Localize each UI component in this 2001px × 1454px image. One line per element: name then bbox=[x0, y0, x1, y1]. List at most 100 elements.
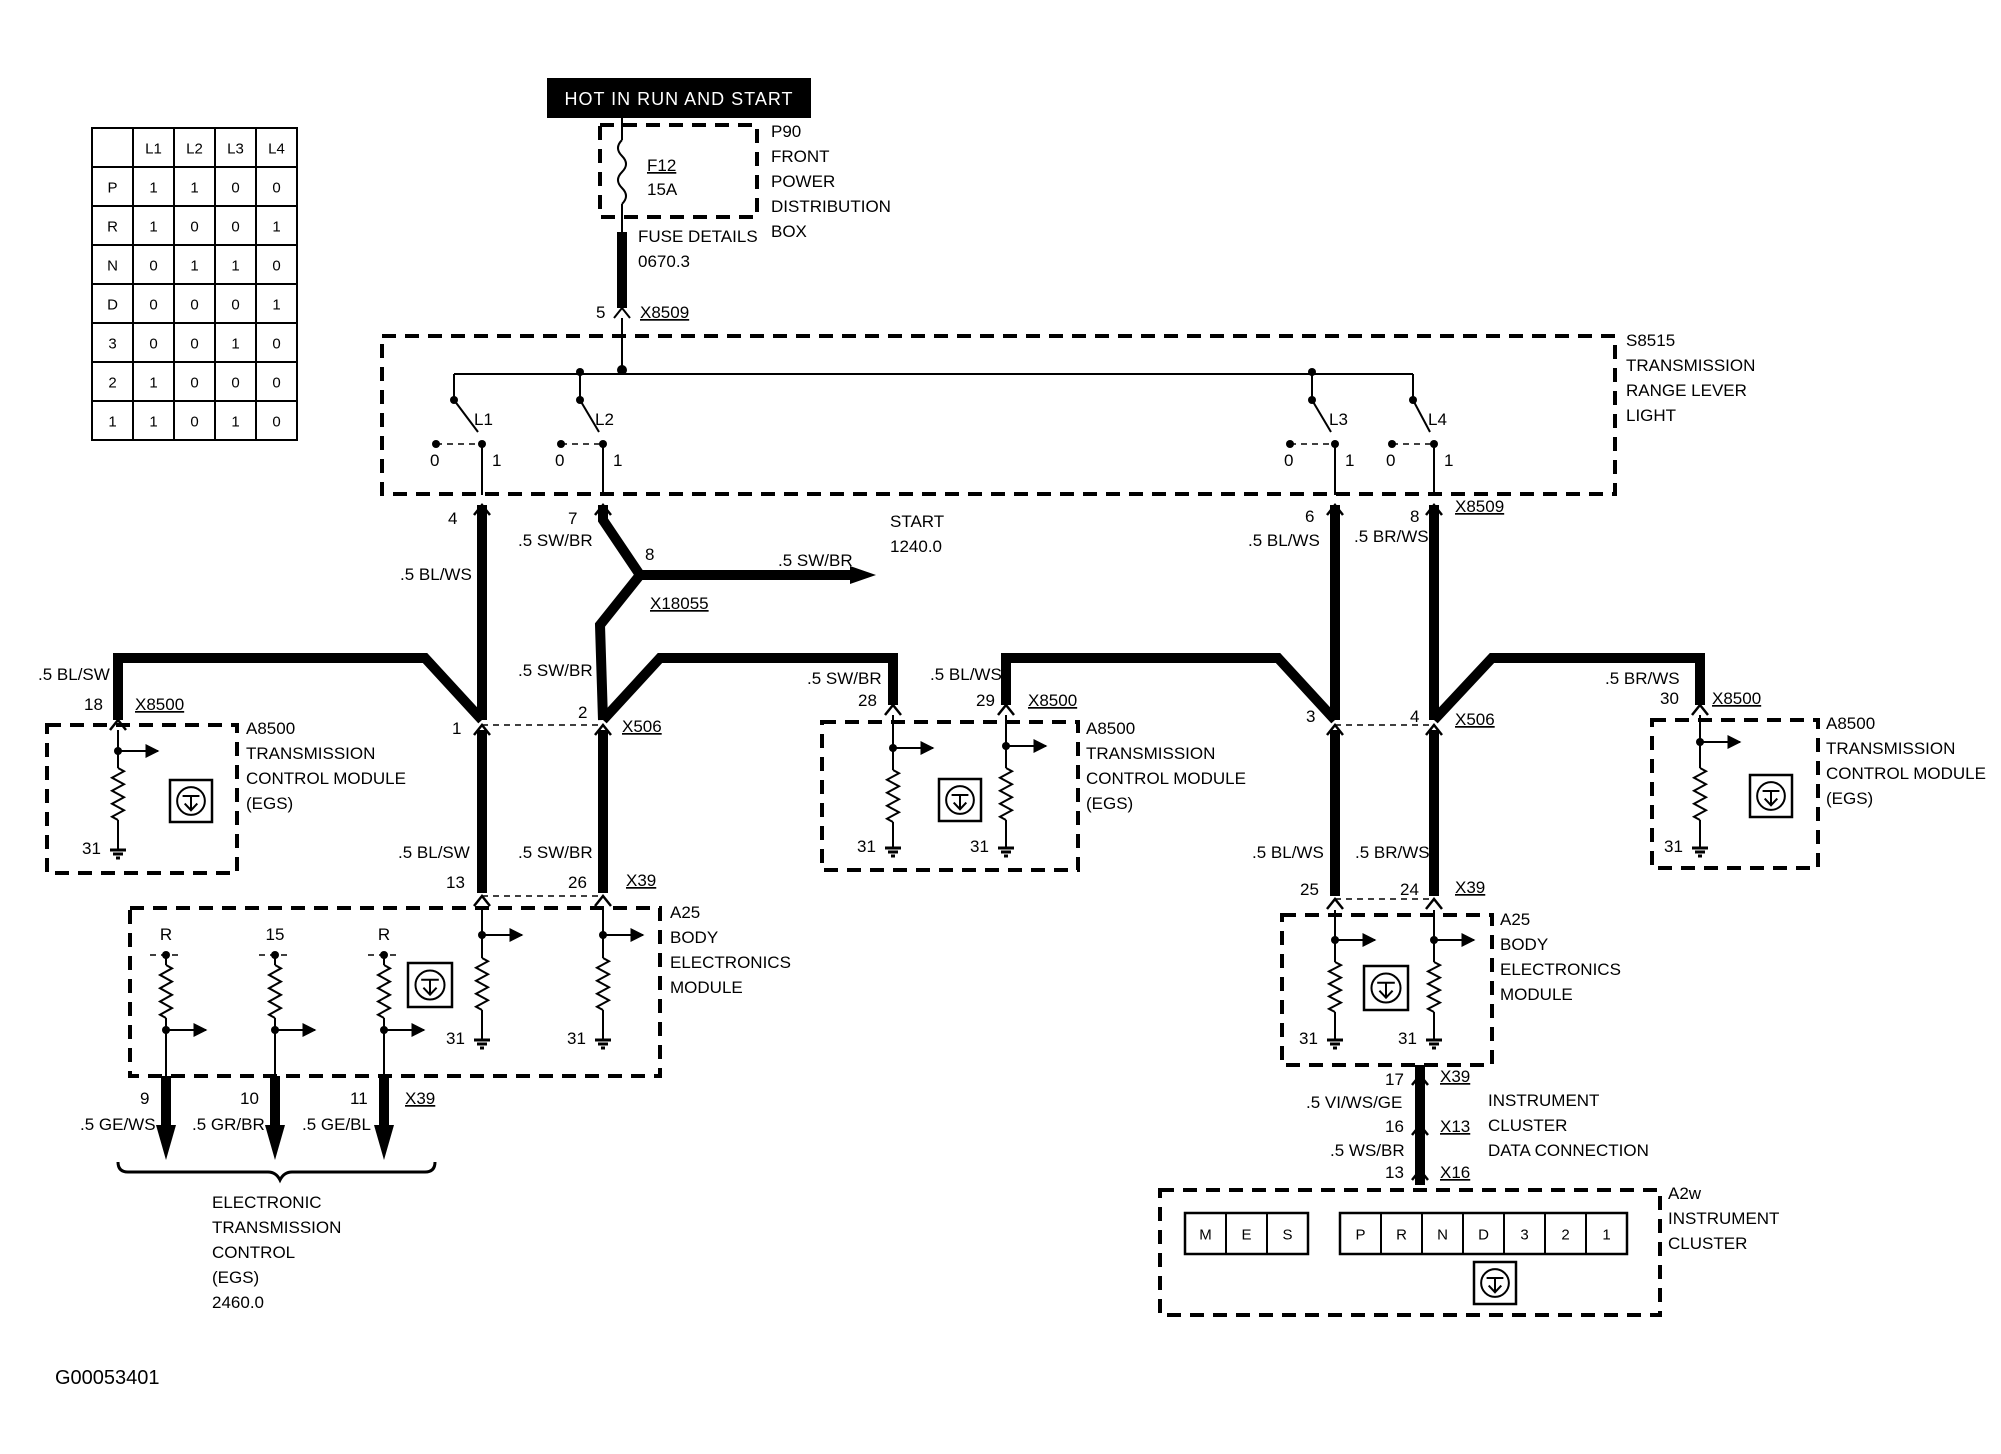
ground-pin-label: 31 bbox=[567, 1029, 586, 1048]
svg-text:.5 SW/BR: .5 SW/BR bbox=[807, 669, 882, 688]
connector-chevron bbox=[473, 893, 491, 907]
ground-pin-label: 31 bbox=[857, 837, 876, 856]
contact-1-label: 1 bbox=[1444, 451, 1453, 470]
svg-text:A25: A25 bbox=[670, 903, 700, 922]
cluster-label: A2w INSTRUMENT CLUSTER bbox=[1668, 1184, 1779, 1253]
svg-text:.5 BL/WS: .5 BL/WS bbox=[400, 565, 472, 584]
start-arrow bbox=[850, 566, 876, 584]
table-cell bbox=[91, 127, 134, 168]
svg-text:A25: A25 bbox=[1500, 910, 1530, 929]
gear-indicator-label: 3 bbox=[1520, 1227, 1528, 1244]
bem-left-resistor-b bbox=[594, 957, 612, 1011]
connector-chevron bbox=[473, 502, 491, 516]
mode-indicator bbox=[1266, 1212, 1309, 1255]
contact-0-label: 0 bbox=[1284, 451, 1293, 470]
svg-text:CONTROL MODULE: CONTROL MODULE bbox=[1826, 764, 1986, 783]
table-value: 0 bbox=[149, 258, 157, 275]
svg-text:X506: X506 bbox=[622, 717, 662, 736]
svg-text:.5 SW/BR: .5 SW/BR bbox=[518, 661, 593, 680]
svg-text:25: 25 bbox=[1300, 880, 1319, 899]
table-value: 1 bbox=[231, 258, 239, 275]
connector-mark bbox=[613, 306, 631, 319]
svg-text:ELECTRONICS: ELECTRONICS bbox=[1500, 960, 1621, 979]
bem-box-right bbox=[1280, 913, 1494, 1067]
mode-indicator-label: E bbox=[1241, 1227, 1251, 1244]
table-value: 1 bbox=[231, 414, 239, 431]
svg-text:TRANSMISSION: TRANSMISSION bbox=[212, 1218, 341, 1237]
table-value: 1 bbox=[149, 414, 157, 431]
connector-chevron bbox=[997, 702, 1015, 716]
ground-pin-label: 31 bbox=[1398, 1029, 1417, 1048]
connector-chevron bbox=[1326, 502, 1344, 516]
instrument-cluster-box bbox=[1158, 1188, 1662, 1317]
hot-label: HOT IN RUN AND START bbox=[564, 89, 793, 109]
connector-x8509-top: X8509 bbox=[640, 303, 689, 322]
svg-text:.5 GE/BL: .5 GE/BL bbox=[302, 1115, 371, 1134]
svg-text:7: 7 bbox=[568, 509, 577, 528]
svg-text:A8500: A8500 bbox=[1826, 714, 1875, 733]
svg-text:X13: X13 bbox=[1440, 1117, 1470, 1136]
tcm-label-2: A8500 TRANSMISSION CONTROL MODULE (EGS) bbox=[1086, 719, 1246, 813]
table-value: R bbox=[107, 219, 118, 236]
svg-text:X8500: X8500 bbox=[135, 695, 184, 714]
gear-indicator-label: 2 bbox=[1561, 1227, 1569, 1244]
svg-text:(EGS): (EGS) bbox=[246, 794, 293, 813]
svg-text:2460.0: 2460.0 bbox=[212, 1293, 264, 1312]
range-lever-switch-box bbox=[380, 334, 1617, 496]
svg-text:RANGE LEVER: RANGE LEVER bbox=[1626, 381, 1747, 400]
svg-text:X39: X39 bbox=[1455, 878, 1485, 897]
table-value: 0 bbox=[190, 375, 198, 392]
supply-label: R bbox=[378, 925, 390, 944]
svg-text:MODULE: MODULE bbox=[670, 978, 743, 997]
contact-0-label: 0 bbox=[430, 451, 439, 470]
tcm2-resistor-a bbox=[884, 769, 902, 823]
table-value: 0 bbox=[231, 180, 239, 197]
svg-text:BODY: BODY bbox=[1500, 935, 1548, 954]
microcontroller-icon bbox=[1362, 964, 1410, 1012]
fuse-details-label: FUSE DETAILS bbox=[638, 227, 758, 246]
svg-text:A8500: A8500 bbox=[246, 719, 295, 738]
svg-text:START: START bbox=[890, 512, 944, 531]
table-value: 0 bbox=[231, 375, 239, 392]
table-value: 0 bbox=[231, 297, 239, 314]
tcm1-resistor bbox=[109, 767, 127, 821]
egs-output-wires: 9 10 11 X39 .5 GE/WS .5 GR/BR .5 GE/BL bbox=[80, 1076, 437, 1184]
svg-text:TRANSMISSION: TRANSMISSION bbox=[1086, 744, 1215, 763]
cluster-data-label: INSTRUMENT CLUSTER DATA CONNECTION bbox=[1488, 1091, 1649, 1160]
svg-text:5: 5 bbox=[596, 303, 605, 322]
ground-pin-label: 31 bbox=[970, 837, 989, 856]
connector-chevron bbox=[1425, 502, 1443, 516]
table-value: 0 bbox=[149, 336, 157, 353]
input-resistor bbox=[375, 964, 393, 1019]
table-value: 0 bbox=[272, 336, 280, 353]
supply-label: R bbox=[160, 925, 172, 944]
mode-indicator-label: S bbox=[1282, 1227, 1292, 1244]
bem-left-resistor-a bbox=[473, 957, 491, 1011]
table-value: 1 bbox=[149, 180, 157, 197]
svg-text:.5 SW/BR: .5 SW/BR bbox=[518, 843, 593, 862]
svg-text:30: 30 bbox=[1660, 689, 1679, 708]
table-header: L2 bbox=[186, 141, 203, 158]
svg-text:28: 28 bbox=[858, 691, 877, 710]
svg-text:8: 8 bbox=[645, 545, 654, 564]
svg-text:CLUSTER: CLUSTER bbox=[1668, 1234, 1747, 1253]
table-value: 1 bbox=[190, 258, 198, 275]
switch-label: S8515 TRANSMISSION RANGE LEVER LIGHT bbox=[1626, 331, 1755, 425]
svg-text:BOX: BOX bbox=[771, 222, 807, 241]
svg-text:.5 BR/WS: .5 BR/WS bbox=[1355, 843, 1430, 862]
svg-text:4: 4 bbox=[1410, 707, 1419, 726]
egs-reference: ELECTRONIC TRANSMISSION CONTROL (EGS) 24… bbox=[212, 1193, 341, 1312]
connector-chevron bbox=[473, 722, 491, 736]
svg-text:FRONT: FRONT bbox=[771, 147, 830, 166]
supply-label: 15 bbox=[266, 925, 285, 944]
svg-text:.5 BR/WS: .5 BR/WS bbox=[1354, 527, 1429, 546]
svg-text:X8500: X8500 bbox=[1712, 689, 1761, 708]
tcm-box-3 bbox=[1650, 718, 1820, 870]
svg-text:.5 BL/WS: .5 BL/WS bbox=[1248, 531, 1320, 550]
tcm2-resistor-b bbox=[997, 767, 1015, 821]
svg-text:18: 18 bbox=[84, 695, 103, 714]
power-box-label: P90 FRONT POWER DISTRIBUTION BOX bbox=[771, 122, 891, 241]
